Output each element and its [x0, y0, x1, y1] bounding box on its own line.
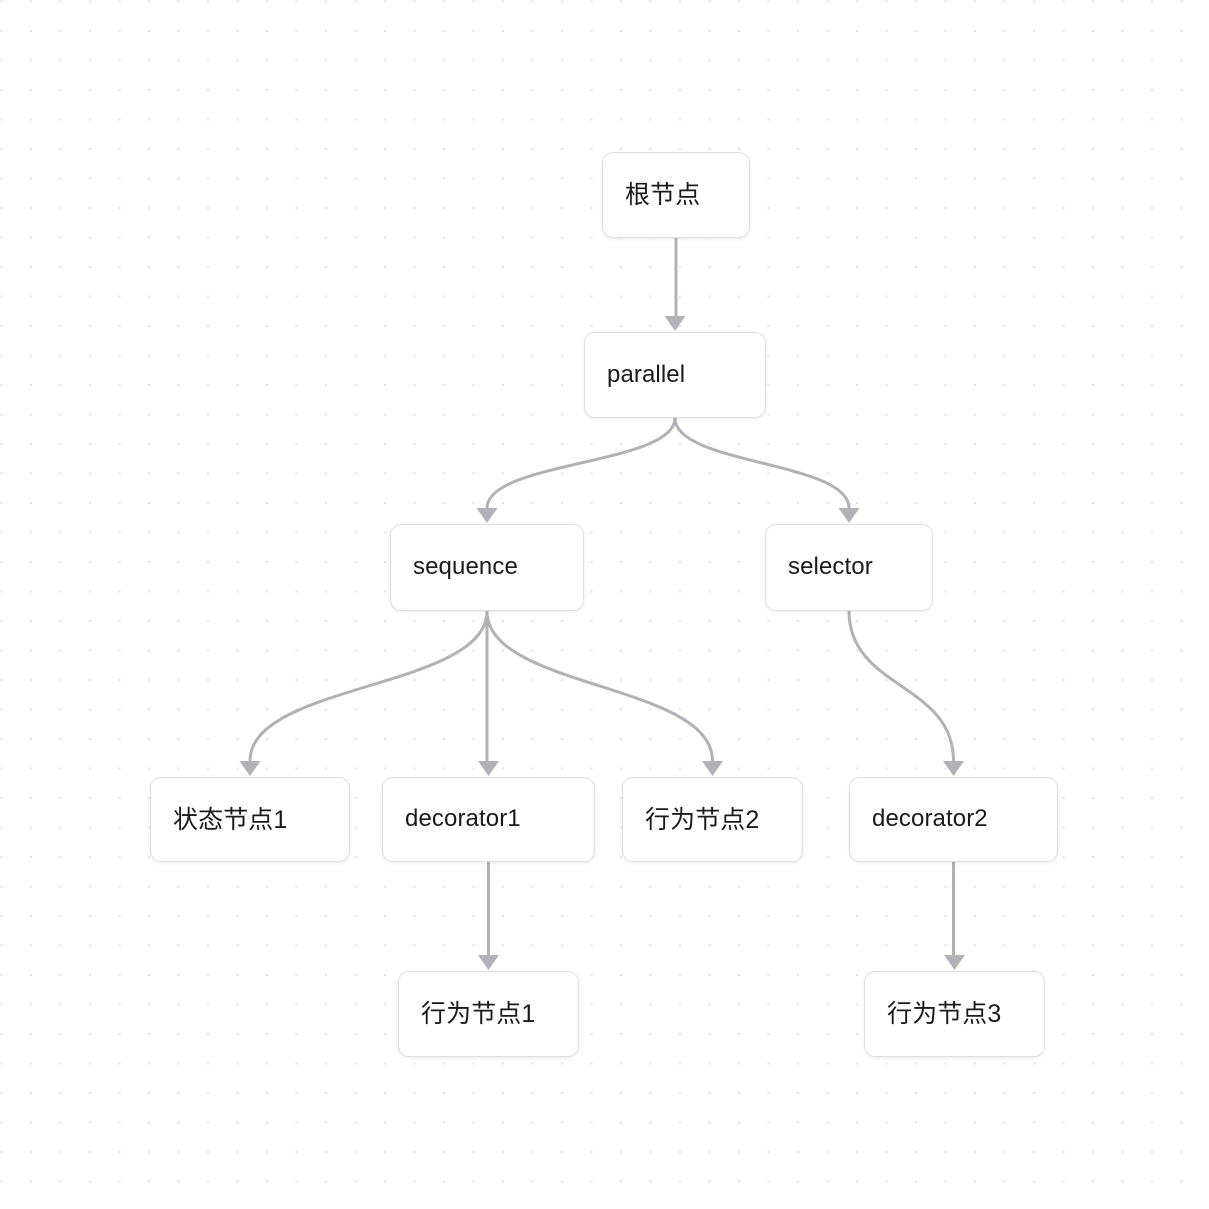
edge-arrowhead [838, 508, 860, 523]
edge-arrowhead [943, 761, 964, 776]
edge-decorator2-action3 [944, 862, 965, 970]
edge-sequence-action2 [485, 610, 723, 776]
node-action1[interactable]: 行为节点1 [398, 971, 579, 1057]
edge-arrowhead [476, 508, 498, 523]
edge-root-parallel [664, 238, 686, 331]
edge-path [847, 610, 955, 762]
edge-decorator1-action1 [478, 862, 499, 970]
node-decorator2[interactable]: decorator2 [849, 777, 1058, 862]
node-label: sequence [413, 553, 518, 581]
node-action3[interactable]: 行为节点3 [864, 971, 1045, 1057]
edge-parallel-sequence [476, 417, 677, 523]
node-selector[interactable]: selector [765, 524, 933, 611]
node-sequence[interactable]: sequence [390, 524, 584, 611]
node-label: decorator1 [405, 805, 521, 833]
node-state1[interactable]: 状态节点1 [150, 777, 350, 862]
node-label: 行为节点1 [421, 1000, 536, 1028]
edge-arrowhead [664, 316, 686, 331]
edge-sequence-state1 [239, 610, 489, 776]
edge-parallel-selector [673, 417, 860, 523]
edge-arrowhead [944, 955, 965, 970]
node-label: parallel [607, 360, 686, 388]
node-root[interactable]: 根节点 [602, 152, 750, 238]
node-parallel[interactable]: parallel [584, 332, 766, 418]
node-label: 根节点 [625, 181, 701, 209]
node-label: 状态节点1 [173, 805, 288, 834]
node-action2[interactable]: 行为节点2 [622, 777, 803, 862]
edge-selector-decorator2 [847, 610, 964, 776]
edge-arrowhead [478, 955, 499, 970]
node-label: 行为节点3 [887, 1000, 1002, 1028]
edge-path [485, 610, 714, 762]
edge-sequence-decorator1 [478, 611, 499, 776]
node-decorator1[interactable]: decorator1 [382, 777, 595, 862]
node-label: 行为节点2 [645, 805, 760, 834]
edge-arrowhead [239, 761, 261, 776]
edge-arrowhead [478, 761, 499, 776]
node-label: decorator2 [872, 805, 988, 833]
edge-path [485, 417, 677, 509]
edge-path [248, 610, 489, 762]
edge-arrowhead [702, 761, 723, 776]
node-label: selector [788, 553, 873, 581]
edge-path [673, 417, 851, 509]
